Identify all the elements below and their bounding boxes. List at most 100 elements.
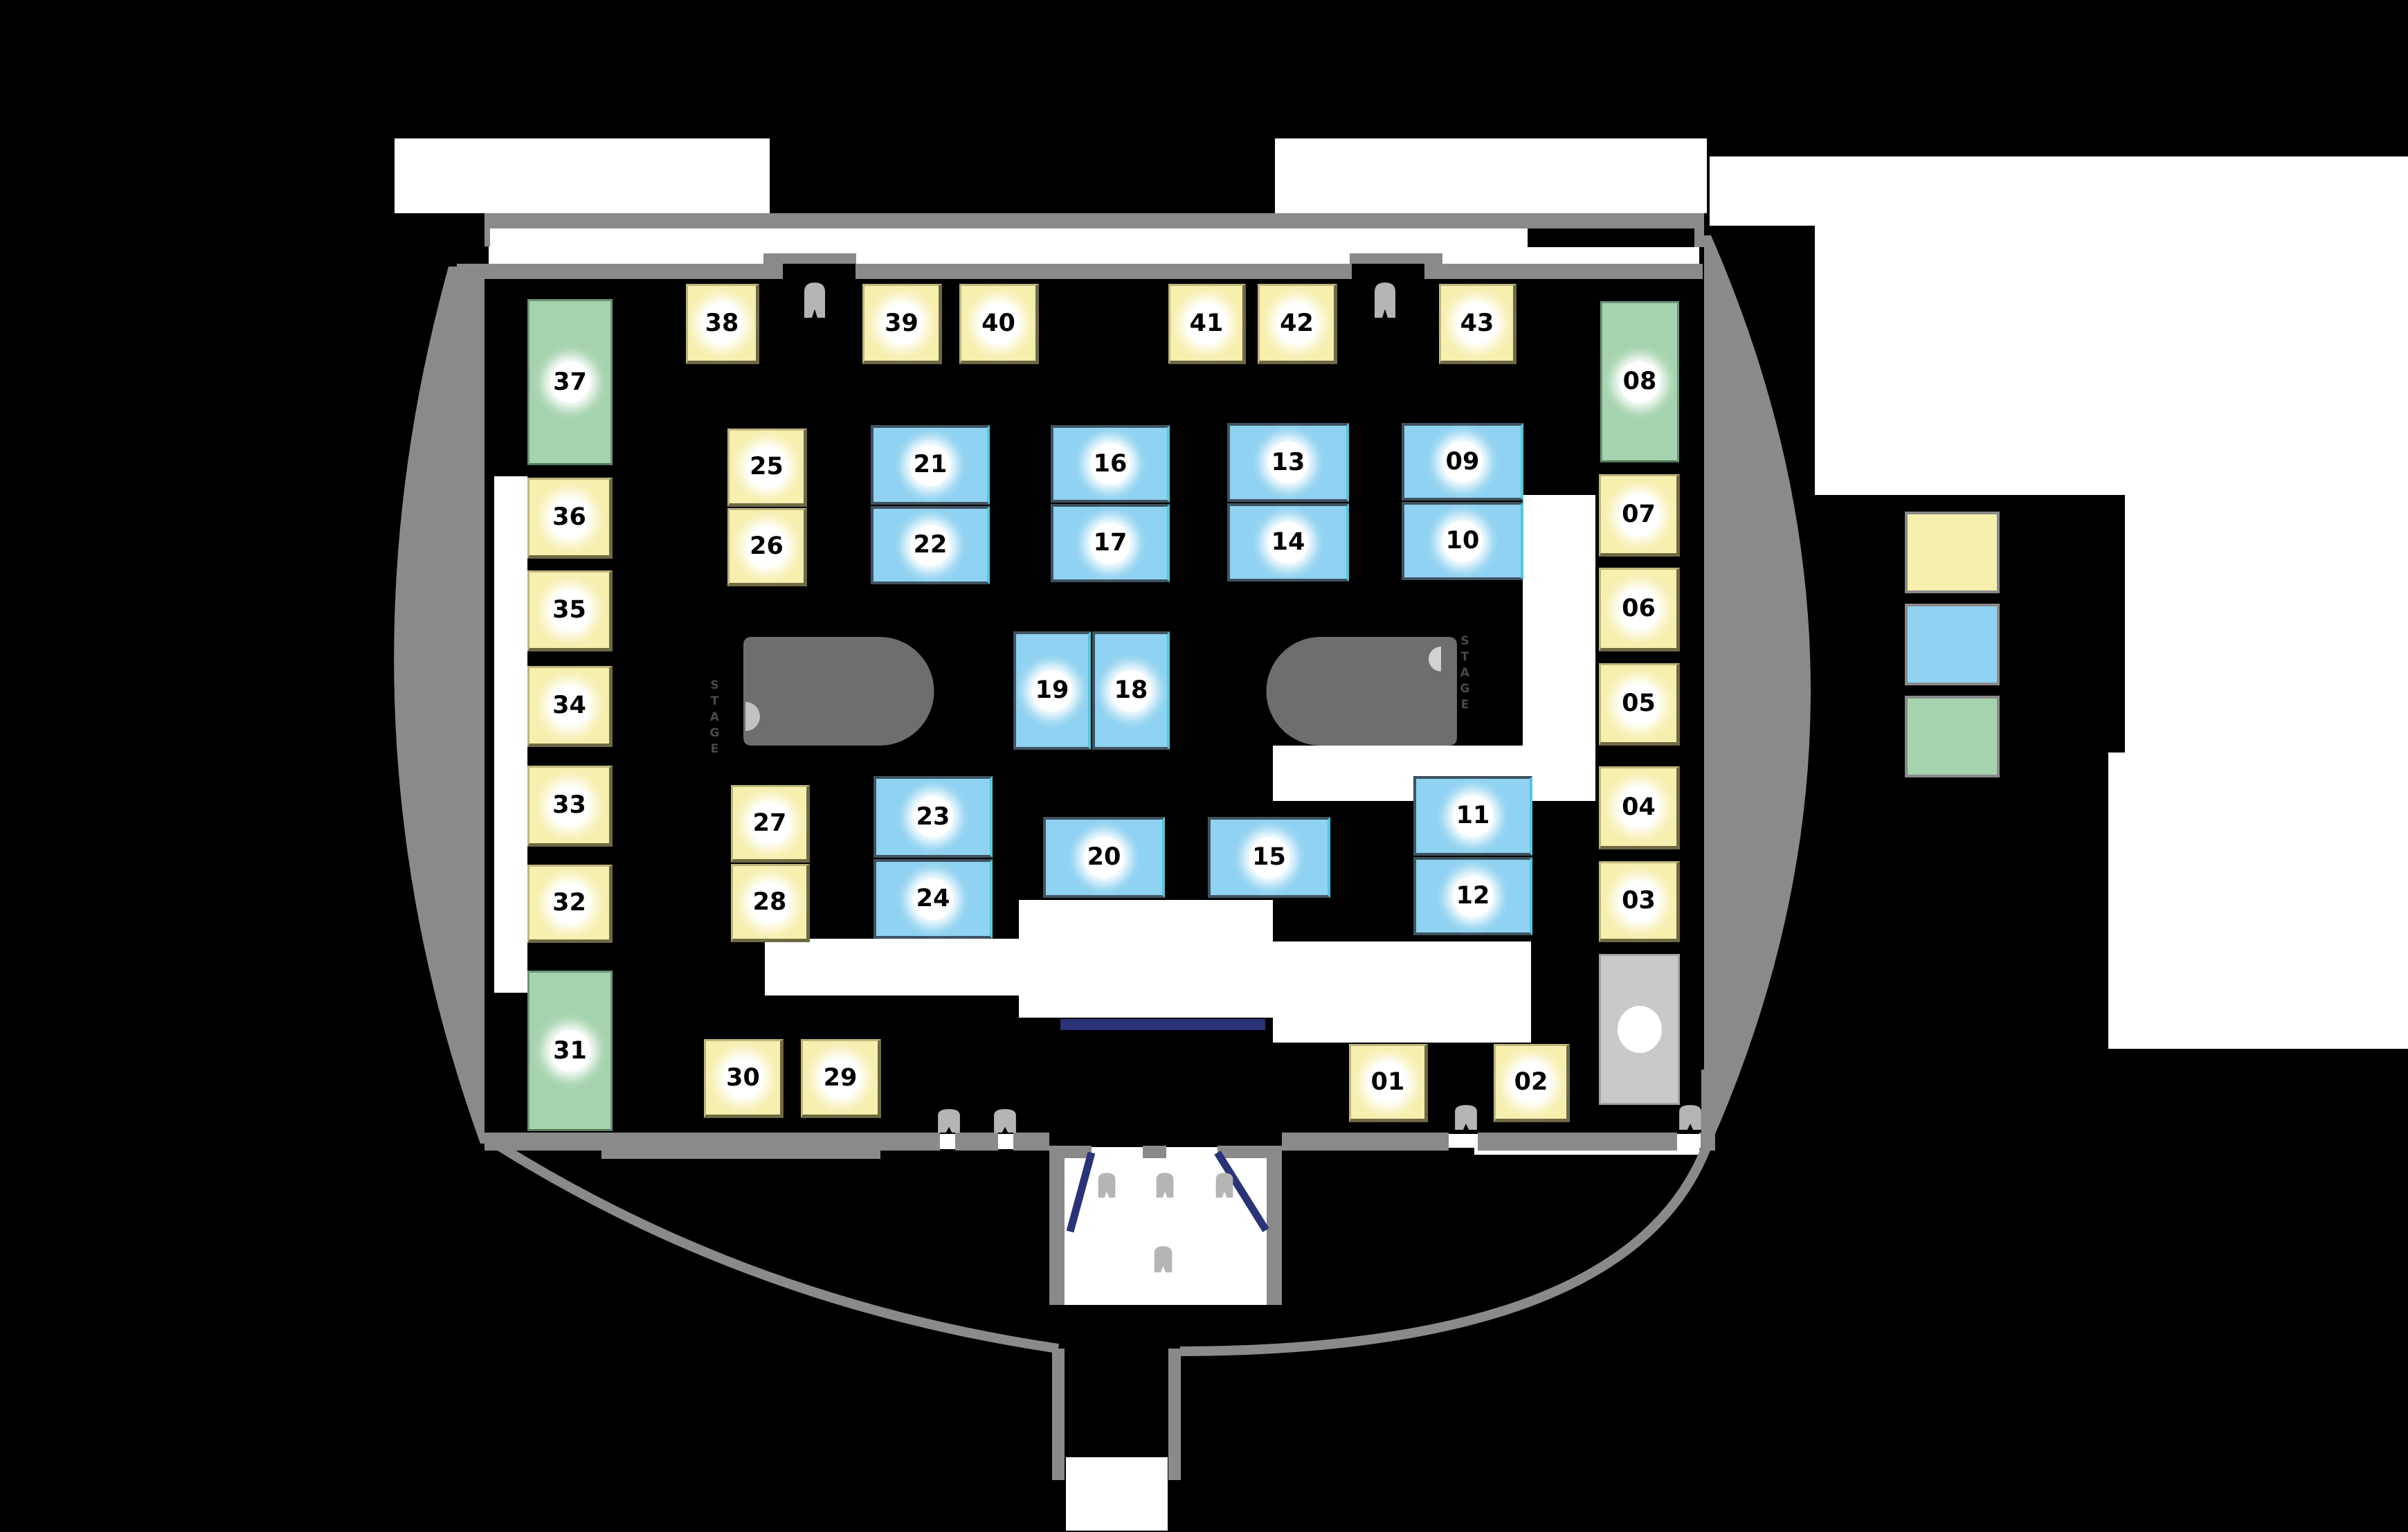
booth-21[interactable]: 21 xyxy=(871,425,990,505)
booth-number: 05 xyxy=(1618,683,1659,725)
entrance-doors[interactable] xyxy=(1066,1151,1269,1233)
booth-29[interactable]: 29 xyxy=(801,1039,881,1118)
booth-number: 07 xyxy=(1618,494,1659,536)
booth-18[interactable]: 18 xyxy=(1092,631,1170,750)
booth-19[interactable]: 19 xyxy=(1013,631,1091,750)
left-outer-wall xyxy=(394,267,485,1144)
booth-number: 33 xyxy=(549,784,590,827)
booth-number: 23 xyxy=(913,796,953,838)
booth-40[interactable]: 40 xyxy=(959,284,1039,364)
booth-13[interactable]: 13 xyxy=(1227,423,1349,502)
stage-tables xyxy=(743,637,1457,746)
booth-number: 21 xyxy=(910,444,950,486)
bottom-door-gaps xyxy=(940,1134,1701,1149)
booth-number: 35 xyxy=(549,589,590,631)
booth-25[interactable]: 25 xyxy=(727,429,807,507)
booth-number: 19 xyxy=(1032,669,1072,712)
booth-number: 13 xyxy=(1268,442,1308,483)
booth-number: 17 xyxy=(1090,522,1130,564)
booth-number: 18 xyxy=(1111,669,1151,712)
white-floor-areas xyxy=(395,138,2408,1531)
booth-number: 37 xyxy=(550,361,590,403)
booth-number: 02 xyxy=(1511,1061,1551,1103)
left-stage-table xyxy=(743,637,934,746)
booth-16[interactable]: 16 xyxy=(1051,425,1170,503)
booth-22[interactable]: 22 xyxy=(871,506,990,584)
booth-23[interactable]: 23 xyxy=(873,776,993,858)
booth-number: 01 xyxy=(1368,1061,1408,1103)
booth-05[interactable]: 05 xyxy=(1599,663,1680,746)
door-icon xyxy=(803,280,826,318)
right-stage-label: STAGE xyxy=(1458,634,1472,714)
booth-35[interactable]: 35 xyxy=(527,570,613,651)
info-desk[interactable] xyxy=(1599,954,1680,1105)
booth-26[interactable]: 26 xyxy=(727,508,807,586)
booth-38[interactable]: 38 xyxy=(686,284,759,364)
booth-17[interactable]: 17 xyxy=(1051,504,1170,582)
walls xyxy=(457,213,1715,1480)
booth-39[interactable]: 39 xyxy=(862,284,942,364)
outer-side-walls xyxy=(394,235,1811,1144)
booth-11[interactable]: 11 xyxy=(1413,776,1532,856)
booth-number: 20 xyxy=(1084,836,1124,878)
booth-36[interactable]: 36 xyxy=(527,478,613,559)
booth-number: 04 xyxy=(1618,786,1659,828)
booth-number: 22 xyxy=(910,524,950,566)
booth-number: 10 xyxy=(1442,520,1483,562)
door-icon xyxy=(1097,1171,1116,1198)
booth-20[interactable]: 20 xyxy=(1043,817,1165,898)
booth-number: 26 xyxy=(746,525,787,568)
booth-43[interactable]: 43 xyxy=(1439,284,1517,364)
booth-32[interactable]: 32 xyxy=(527,865,613,943)
left-stage-door-notch xyxy=(745,702,760,731)
booth-number: 11 xyxy=(1453,795,1493,837)
booth-09[interactable]: 09 xyxy=(1402,423,1523,501)
booth-12[interactable]: 12 xyxy=(1413,857,1532,935)
booth-04[interactable]: 04 xyxy=(1599,766,1680,849)
booth-33[interactable]: 33 xyxy=(527,766,613,847)
booth-10[interactable]: 10 xyxy=(1402,502,1523,580)
booth-number: 30 xyxy=(723,1057,763,1099)
booth-number: 36 xyxy=(549,496,590,539)
booth-15[interactable]: 15 xyxy=(1208,817,1330,898)
left-stage-label: STAGE xyxy=(707,678,722,758)
door-icon xyxy=(1678,1103,1703,1130)
booth-01[interactable]: 01 xyxy=(1349,1044,1428,1122)
booth-number: 03 xyxy=(1618,880,1659,922)
booth-02[interactable]: 02 xyxy=(1494,1044,1570,1122)
booth-03[interactable]: 03 xyxy=(1599,861,1680,942)
booth-number: 39 xyxy=(881,303,922,344)
booth-28[interactable]: 28 xyxy=(731,864,810,942)
booth-08[interactable]: 08 xyxy=(1600,301,1679,462)
booth-number: 16 xyxy=(1090,443,1130,485)
booth-41[interactable]: 41 xyxy=(1168,284,1246,364)
booth-34[interactable]: 34 xyxy=(527,666,613,747)
booth-number: 14 xyxy=(1268,521,1308,564)
booth-24[interactable]: 24 xyxy=(873,859,993,939)
booth-42[interactable]: 42 xyxy=(1258,284,1337,364)
door-icon xyxy=(1153,1245,1173,1272)
booth-37[interactable]: 37 xyxy=(527,299,613,465)
booth-31[interactable]: 31 xyxy=(527,971,613,1131)
stage-front-bar xyxy=(1060,1019,1265,1030)
door-icon xyxy=(1454,1103,1478,1130)
booth-number: 12 xyxy=(1453,875,1493,917)
booth-07[interactable]: 07 xyxy=(1599,474,1680,557)
booth-number: 32 xyxy=(549,882,590,924)
booth-number: 25 xyxy=(746,446,787,488)
door-icon xyxy=(993,1108,1017,1133)
legend-swatch-yellow-booth xyxy=(1905,512,2000,593)
door-icon xyxy=(1215,1171,1234,1198)
booth-number: 06 xyxy=(1618,588,1659,630)
right-stage-door-notch xyxy=(1429,647,1441,672)
booth-number: 08 xyxy=(1620,361,1660,403)
booth-06[interactable]: 06 xyxy=(1599,568,1680,651)
booth-27[interactable]: 27 xyxy=(731,785,810,863)
booth-number: 28 xyxy=(750,881,790,923)
booth-number: 43 xyxy=(1457,303,1497,344)
booth-14[interactable]: 14 xyxy=(1227,503,1349,582)
booth-number: 40 xyxy=(978,303,1019,344)
outer-arc-walls xyxy=(489,1137,1711,1356)
booth-30[interactable]: 30 xyxy=(704,1039,784,1118)
